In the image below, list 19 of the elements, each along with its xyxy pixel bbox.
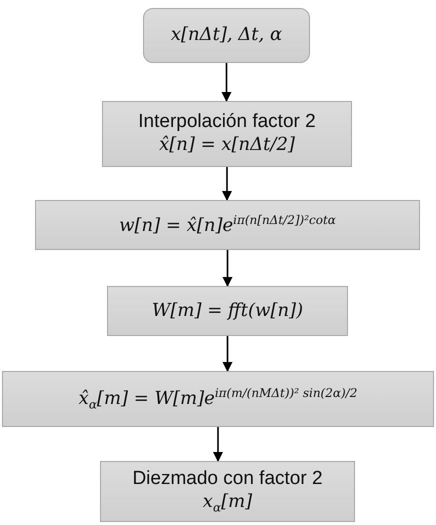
arrow bbox=[222, 336, 232, 372]
step-label: Interpolación factor 2 bbox=[138, 111, 316, 134]
start-box bbox=[143, 8, 310, 63]
formula: x̂$_{α}$[m] = W[m]e$^{iπ(m/(nMΔt))² sin(2α)/2}$ bbox=[78, 386, 358, 412]
process-box bbox=[100, 461, 355, 522]
process-box bbox=[102, 101, 352, 167]
arrow bbox=[222, 250, 232, 287]
step-label: Diezmado con factor 2 bbox=[132, 468, 323, 491]
process-box bbox=[107, 286, 348, 336]
formula: x$_{α}$[m] bbox=[202, 490, 252, 516]
formula: x̂[n] = x[nΔt/2] bbox=[159, 134, 295, 157]
process-box bbox=[2, 371, 434, 427]
process-box bbox=[35, 200, 420, 250]
arrow bbox=[222, 167, 232, 201]
formula: w[n] = x̂[n]e$^{iπ(n[nΔt/2])²cotα}$ bbox=[119, 212, 336, 238]
arrow bbox=[213, 427, 223, 462]
formula: x[nΔt], Δt, α bbox=[170, 24, 282, 47]
formula: W[m] = fft(w[n]) bbox=[152, 300, 304, 322]
arrow bbox=[222, 63, 232, 102]
